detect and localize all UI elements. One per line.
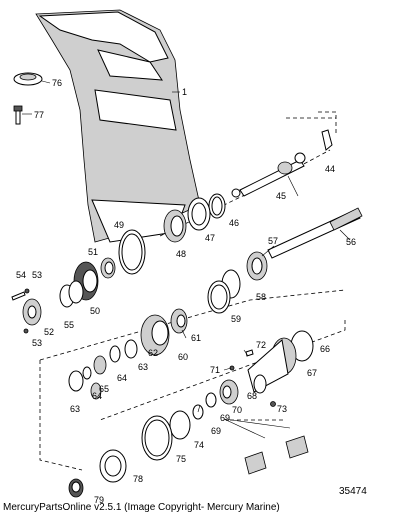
callout-45: 45 xyxy=(276,191,286,201)
part-68-bearing xyxy=(219,379,239,405)
callout-78: 78 xyxy=(133,474,143,484)
part-54-pin xyxy=(11,291,26,301)
callout-68: 68 xyxy=(247,391,257,401)
part-51-bearing xyxy=(100,257,116,279)
part-53-detent xyxy=(23,288,30,334)
callout-52: 52 xyxy=(44,327,54,337)
part-60-bearing-carrier xyxy=(140,314,170,356)
callout-44: 44 xyxy=(325,164,335,174)
callout-46: 46 xyxy=(229,218,239,228)
part-59-ring xyxy=(207,280,231,314)
part-63-64-65-seals xyxy=(68,345,121,400)
callout-53b: 53 xyxy=(32,338,42,348)
callout-59: 59 xyxy=(231,314,241,324)
callout-56: 56 xyxy=(346,237,356,247)
part-75-ring xyxy=(141,415,173,461)
callout-57: 57 xyxy=(268,236,278,246)
callout-51: 51 xyxy=(88,247,98,257)
part-73-screw xyxy=(270,401,276,407)
callout-65: 65 xyxy=(99,384,109,394)
callout-66: 66 xyxy=(320,344,330,354)
callout-69: 69 xyxy=(211,426,221,436)
figure-number: 35474 xyxy=(339,486,367,497)
part-45-shift-shaft xyxy=(231,152,306,198)
callout-58: 58 xyxy=(256,292,266,302)
part-71-72-fittings xyxy=(229,349,254,371)
callout-leaders xyxy=(181,175,351,439)
callout-77: 77 xyxy=(34,110,44,120)
part-44-clip xyxy=(321,129,333,151)
part-62-ring xyxy=(124,339,138,359)
part-67-housing xyxy=(247,337,297,394)
callout-48: 48 xyxy=(176,249,186,259)
callout-47: 47 xyxy=(205,233,215,243)
part-77-bolt xyxy=(13,105,32,125)
part-74-gear xyxy=(169,410,191,440)
part-79-nut xyxy=(68,478,84,498)
part-48-tapered-bearing xyxy=(163,209,187,243)
part-57-gear xyxy=(246,251,268,281)
callout-71: 71 xyxy=(210,365,220,375)
callout-67: 67 xyxy=(307,368,317,378)
callout-72: 72 xyxy=(256,340,266,350)
callout-63b: 63 xyxy=(70,404,80,414)
callout-63: 63 xyxy=(138,362,148,372)
callout-69b: 69 xyxy=(220,413,230,423)
callout-76: 76 xyxy=(52,78,62,88)
part-46-ring xyxy=(208,193,226,219)
callout-50: 50 xyxy=(90,306,100,316)
callout-74: 74 xyxy=(194,440,204,450)
callout-64: 64 xyxy=(117,373,127,383)
callout-73: 73 xyxy=(277,404,287,414)
callout-1: 1 xyxy=(182,87,187,97)
part-56-propeller-shaft xyxy=(267,207,363,259)
copyright-text: MercuryPartsOnline v2.5.1 (Image Copyrig… xyxy=(3,502,280,513)
part-69-parts xyxy=(192,404,309,475)
part-55-rings xyxy=(59,280,84,308)
part-47-bearing-cup xyxy=(187,197,211,231)
callout-55: 55 xyxy=(64,320,74,330)
part-76-anode xyxy=(13,72,51,86)
callout-54: 54 xyxy=(16,270,26,280)
callout-62: 62 xyxy=(148,348,158,358)
part-61-bearing xyxy=(170,308,188,334)
part-49-race xyxy=(118,229,146,275)
part-70-washer xyxy=(205,392,217,408)
callout-70: 70 xyxy=(232,405,242,415)
callout-60: 60 xyxy=(178,352,188,362)
callout-49: 49 xyxy=(114,220,124,230)
callout-64b: 64 xyxy=(92,391,102,401)
callout-75: 75 xyxy=(176,454,186,464)
part-52-clutch xyxy=(22,298,42,326)
callout-labels: 1 76 77 44 45 46 47 48 49 56 57 58 59 51… xyxy=(16,78,356,505)
gearcase-housing xyxy=(35,9,201,243)
callout-79: 79 xyxy=(94,495,104,505)
part-78-lock xyxy=(99,449,127,483)
callout-53: 53 xyxy=(32,270,42,280)
callout-61: 61 xyxy=(191,333,201,343)
